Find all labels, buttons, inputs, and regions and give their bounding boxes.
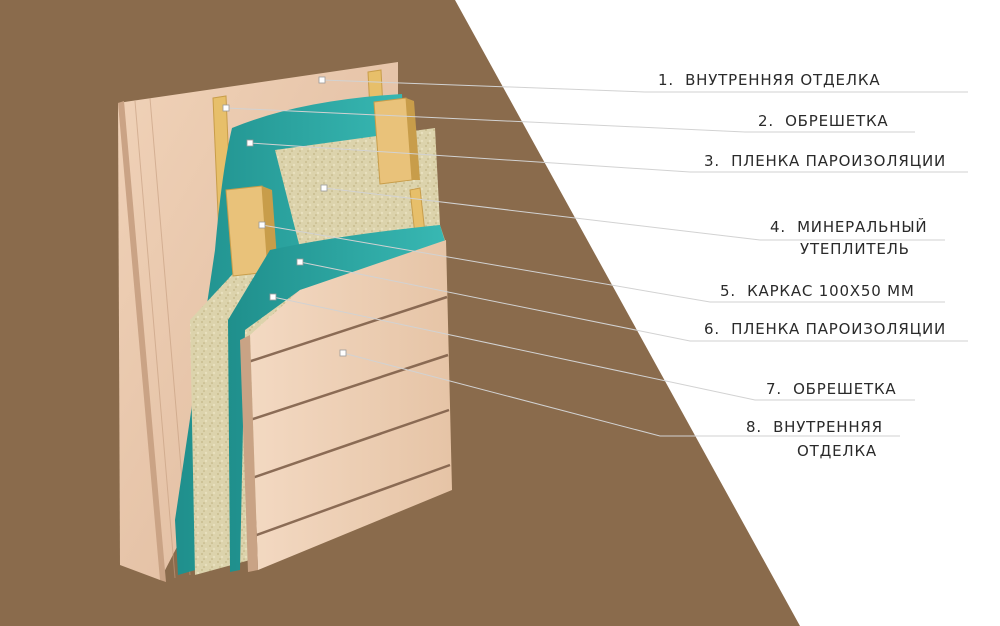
leader-line-4 — [323, 187, 945, 241]
leader-line-2 — [225, 107, 915, 133]
label-number: 3. — [704, 152, 720, 170]
leader-marker-6 — [296, 258, 304, 266]
label-text: ОБРЕШЕТКА — [785, 112, 889, 130]
label-number: 1. — [658, 71, 674, 89]
label-number: 2. — [758, 112, 774, 130]
leader-marker-3 — [246, 139, 254, 147]
label-text: ВНУТРЕННЯЯ ОТДЕЛКА — [685, 71, 881, 89]
label-text: УТЕПЛИТЕЛЬ — [800, 240, 910, 258]
label-number: 5. — [720, 282, 736, 300]
label-5: 5. КАРКАС 100Х50 ММ — [720, 280, 915, 302]
label-text: ПЛЕНКА ПАРОИЗОЛЯЦИИ — [731, 152, 947, 170]
leader-line-7 — [272, 296, 915, 401]
leader-line-6 — [299, 261, 968, 342]
leader-marker-4 — [320, 184, 328, 192]
label-2: 2. ОБРЕШЕТКА — [758, 110, 888, 132]
label-7: 7. ОБРЕШЕТКА — [766, 378, 896, 400]
leader-marker-7 — [269, 293, 277, 301]
label-text: ВНУТРЕННЯЯ — [773, 418, 883, 436]
label-8-line2: ОТДЕЛКА — [797, 440, 877, 462]
label-4: 4. МИНЕРАЛЬНЫЙ — [770, 216, 927, 238]
leader-line-1 — [321, 79, 968, 93]
label-3: 3. ПЛЕНКА ПАРОИЗОЛЯЦИИ — [704, 150, 946, 172]
label-1: 1. ВНУТРЕННЯЯ ОТДЕЛКА — [658, 69, 880, 91]
label-number: 8. — [746, 418, 762, 436]
label-number: 4. — [770, 218, 786, 236]
label-text: МИНЕРАЛЬНЫЙ — [797, 218, 928, 236]
leader-marker-5 — [258, 221, 266, 229]
leader-line-5 — [261, 224, 945, 303]
inner-finish-front — [240, 240, 452, 572]
label-number: 7. — [766, 380, 782, 398]
leader-line-3 — [249, 142, 968, 173]
leader-line-8 — [342, 352, 900, 437]
label-text: ПЛЕНКА ПАРОИЗОЛЯЦИИ — [731, 320, 947, 338]
label-number: 6. — [704, 320, 720, 338]
label-text: ОБРЕШЕТКА — [793, 380, 897, 398]
label-text: ОТДЕЛКА — [797, 442, 877, 460]
label-8: 8. ВНУТРЕННЯЯ — [746, 416, 883, 438]
label-4-line2: УТЕПЛИТЕЛЬ — [800, 238, 910, 260]
leader-marker-1 — [318, 76, 326, 84]
leader-marker-2 — [222, 104, 230, 112]
label-text: КАРКАС 100Х50 ММ — [747, 282, 915, 300]
label-6: 6. ПЛЕНКА ПАРОИЗОЛЯЦИИ — [704, 318, 946, 340]
leader-marker-8 — [339, 349, 347, 357]
